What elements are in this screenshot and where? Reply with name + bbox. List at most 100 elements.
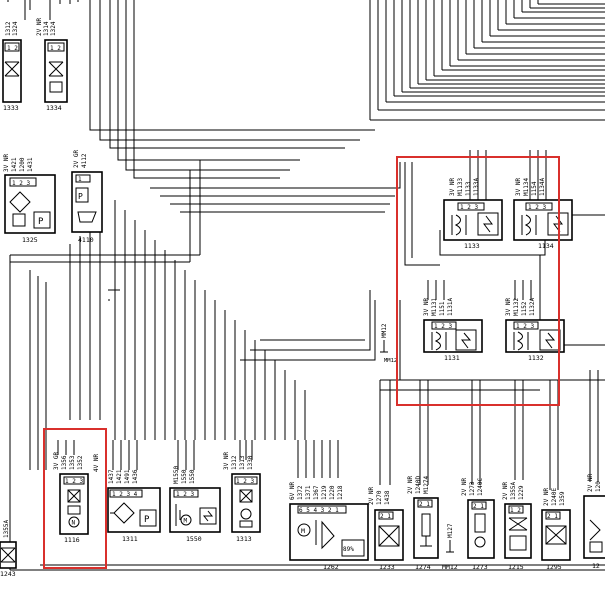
highlight-component-1116 bbox=[43, 428, 107, 569]
valve-icon bbox=[378, 525, 400, 547]
spec-label: 3V GR bbox=[53, 452, 60, 470]
spec-label: 3V NR bbox=[223, 452, 230, 470]
valve-icon bbox=[545, 525, 567, 545]
svg-text:12: 12 bbox=[592, 562, 600, 570]
component-1274[interactable]: 2V NR 1240D M1274 2 1 1274 bbox=[407, 476, 439, 571]
wire-label: 1273 bbox=[469, 481, 476, 496]
component-1133[interactable]: 3V NR M1133 1133 1133A 1 2 3 1133 bbox=[443, 178, 503, 250]
component-label: 1262 bbox=[323, 563, 339, 571]
spec-label: 3V NR bbox=[423, 298, 430, 316]
wire-label: M1133 bbox=[457, 178, 464, 196]
wire-label: 1421 bbox=[116, 469, 123, 484]
svg-text:P: P bbox=[144, 515, 150, 525]
component-1262[interactable]: 6V NR 1372 1371 1367 1219 1220 1218 6 5 … bbox=[289, 482, 369, 571]
ignition-coil-icon bbox=[451, 212, 499, 236]
wire-label: M1274 bbox=[423, 476, 430, 494]
spec-label: 6V NR bbox=[289, 482, 296, 500]
component-1334[interactable]: 2V NR 1314 1324 1 2 1334 bbox=[36, 18, 68, 112]
svg-text:1 2 3: 1 2 3 bbox=[460, 204, 478, 211]
wire-label: 1371 bbox=[305, 485, 312, 500]
oil-pressure-icon: P bbox=[75, 187, 97, 223]
spec-label: 2V NR bbox=[36, 18, 43, 36]
svg-text:1 2: 1 2 bbox=[7, 45, 18, 52]
wire-label: 1312 bbox=[5, 21, 12, 36]
wire-label: 1133 bbox=[465, 181, 472, 196]
component-label: 1313 bbox=[236, 535, 252, 543]
valve-icon bbox=[4, 61, 20, 77]
svg-text:2 1: 2 1 bbox=[419, 501, 430, 508]
wire-label: 1438 bbox=[384, 490, 391, 505]
component-label: 1325 bbox=[22, 236, 38, 244]
wire-label: 1313 bbox=[239, 455, 246, 470]
valve-icon bbox=[48, 61, 64, 93]
component-1313[interactable]: 3V NR 1312 1313 1330 1 2 3 1313 bbox=[223, 452, 261, 543]
spec-label: 2V NR bbox=[407, 476, 414, 494]
svg-text:1: 1 bbox=[78, 176, 82, 183]
wire-label: 1312 bbox=[231, 455, 238, 470]
wire-label: M1134 bbox=[523, 178, 530, 196]
component-4110[interactable]: 2V GR 4112 1 P 4110 bbox=[71, 150, 103, 244]
component-1131[interactable]: 3V NR M1131 1151 1131A 1 2 3 1131 bbox=[423, 298, 483, 362]
wire-label: 1491 bbox=[124, 469, 131, 484]
svg-text:P: P bbox=[38, 217, 44, 227]
wire-label: 1154 bbox=[531, 181, 538, 196]
wire-label: 1324 bbox=[12, 21, 19, 36]
wire-label: 1372 bbox=[297, 485, 304, 500]
spec-label: 2V NR bbox=[368, 487, 375, 505]
wire-label: M1550 bbox=[173, 466, 180, 484]
component-1311[interactable]: 4V NR 1437 1421 1491 1436 1 2 3 4 P 1311 bbox=[93, 454, 161, 543]
wire-label: 1314 bbox=[43, 21, 50, 36]
component-1215[interactable]: 2V NR 1355A 1229 1 2 1215 bbox=[502, 482, 532, 571]
spec-label: 3V NR bbox=[515, 178, 522, 196]
component-label: 1233 bbox=[379, 563, 395, 571]
spec-label: 3V NR bbox=[505, 298, 512, 316]
component-1233[interactable]: 2V NR 1270 1438 2 1 1233 bbox=[368, 487, 404, 571]
component-label: 1215 bbox=[508, 563, 524, 571]
wire-label: 1152 bbox=[521, 301, 528, 316]
wire-label: M1131 bbox=[431, 298, 438, 316]
wire-label: 1359 bbox=[559, 491, 566, 506]
wire-bundle bbox=[7, 0, 605, 571]
svg-text:1 2 3: 1 2 3 bbox=[516, 323, 534, 330]
spec-label: 2V GR bbox=[73, 150, 80, 168]
component-1134[interactable]: 3V NR M1134 1154 1134A 1 2 3 1134 bbox=[513, 178, 573, 250]
ignition-coil-icon bbox=[513, 329, 561, 351]
ground-point: MM12 MM12 bbox=[380, 323, 397, 364]
ignition-coil-icon bbox=[431, 329, 477, 351]
component-1295[interactable]: 2V NR 1240E 1359 2 1 1295 bbox=[541, 488, 571, 571]
component-1273[interactable]: 2V NR 1273 1240C 2 1 1273 bbox=[461, 478, 495, 571]
svg-text:2 1: 2 1 bbox=[547, 513, 558, 520]
svg-text:1 2: 1 2 bbox=[50, 45, 61, 52]
wire-label: 1131A bbox=[447, 298, 454, 316]
wire-label: 1437 bbox=[108, 469, 115, 484]
wire-label: 1330 bbox=[247, 455, 254, 470]
motor-icon: M bbox=[175, 504, 217, 526]
component-1132[interactable]: 3V NR M1132 1152 1132A 1 2 3 1132 bbox=[505, 298, 565, 362]
component-partial-right: 2V NR 120 12 bbox=[583, 474, 605, 570]
svg-text:1 2 3: 1 2 3 bbox=[65, 478, 83, 485]
component-1116[interactable]: 3V GR 1356 1353 1352 1 2 3 N 1116 bbox=[53, 452, 89, 544]
component-1333[interactable]: 1312 1324 1 2 1333 bbox=[2, 21, 22, 112]
valve-icon bbox=[0, 547, 16, 563]
wire-label: 1356 bbox=[61, 455, 68, 470]
pressure-sensor-icon: P bbox=[110, 502, 157, 527]
ground-label: M127 bbox=[447, 523, 454, 538]
component-1243[interactable]: 1355A 1243 bbox=[0, 520, 17, 578]
svg-text:89%: 89% bbox=[343, 546, 354, 553]
svg-text:1 2 3: 1 2 3 bbox=[434, 323, 452, 330]
component-label: 1243 bbox=[0, 570, 16, 578]
temp-sensor-icon bbox=[474, 513, 486, 548]
speed-sensor-icon: N bbox=[67, 489, 81, 528]
component-1550[interactable]: M1550 1550 1550 1 2 3 M 1550 bbox=[169, 466, 221, 543]
component-1325[interactable]: 3V NR 1421 1200 1431 1 2 3 P 1325 bbox=[3, 154, 56, 244]
spec-label: 4V NR bbox=[93, 454, 100, 472]
svg-text:1 2 3: 1 2 3 bbox=[236, 478, 254, 485]
valve-icon bbox=[508, 517, 528, 551]
wire-label: 1229 bbox=[518, 485, 525, 500]
wire-label: 1219 bbox=[321, 485, 328, 500]
spec-label: 3V NR bbox=[3, 154, 10, 172]
spec-label: 2V NR bbox=[543, 488, 550, 506]
wire-label: 1355A bbox=[510, 482, 517, 500]
wire-label: 1324 bbox=[50, 21, 57, 36]
svg-text:1 2 3 4: 1 2 3 4 bbox=[112, 491, 138, 498]
